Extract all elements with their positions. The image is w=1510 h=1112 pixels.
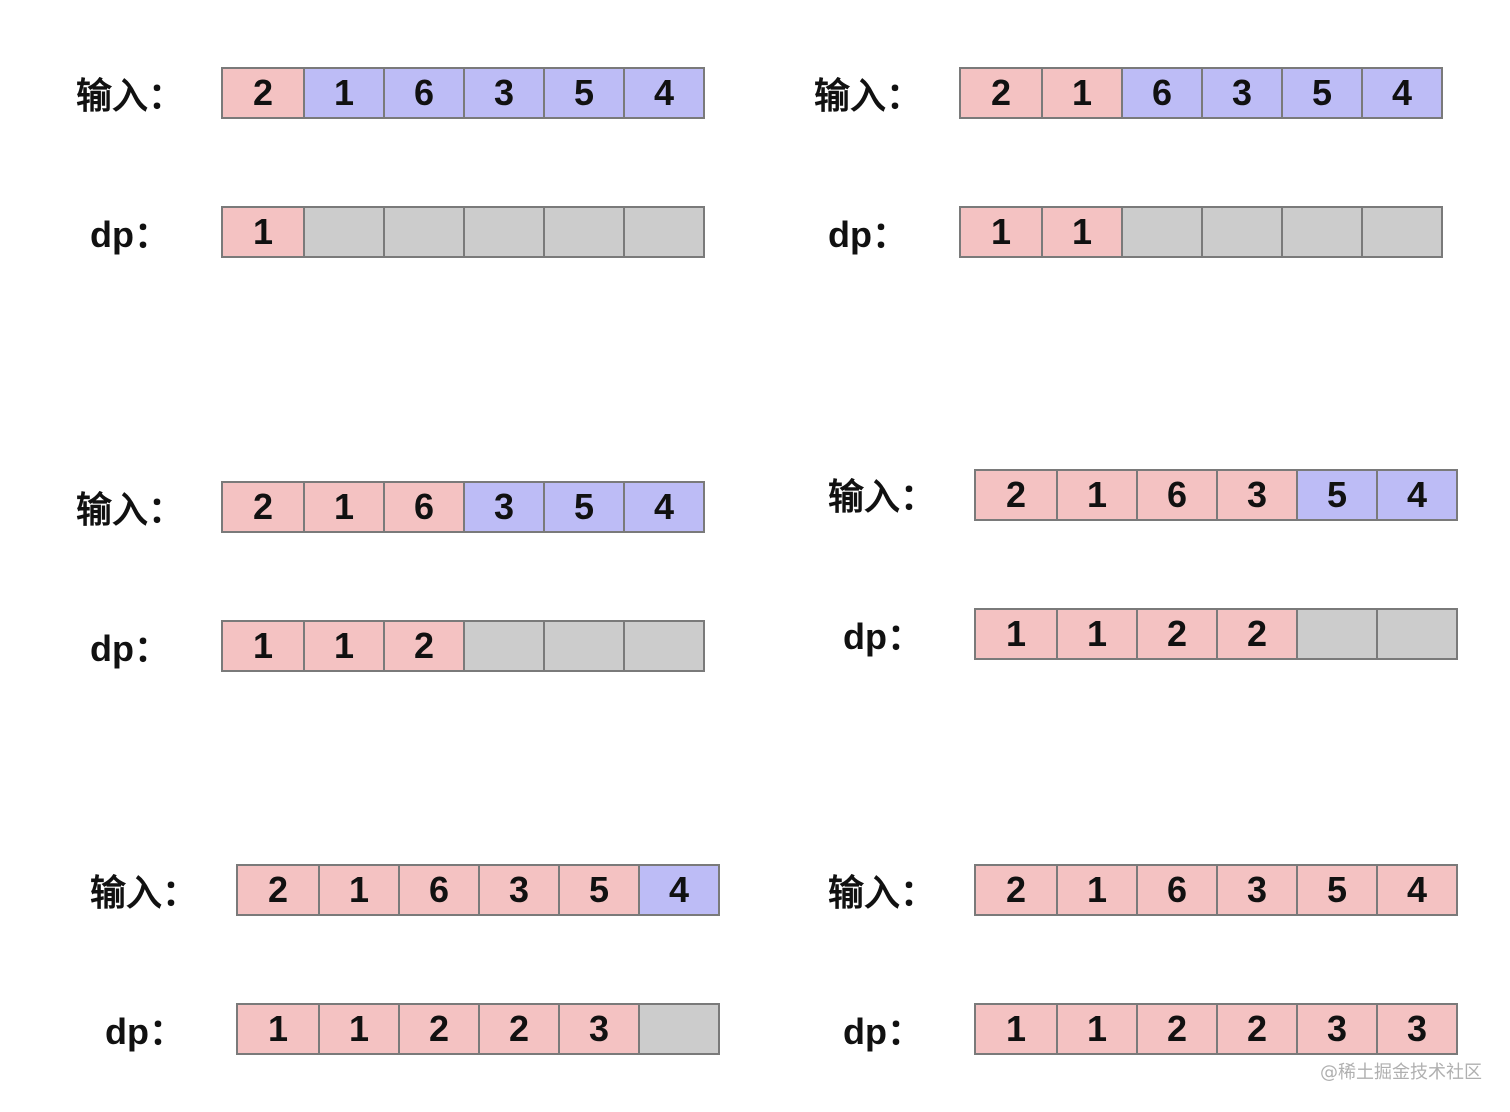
panel-0-input-cell: 6 — [383, 69, 463, 117]
panel-5-input-cell: 5 — [1296, 866, 1376, 914]
panel-0-dp-cell — [303, 208, 383, 256]
panel-1-dp-cell — [1121, 208, 1201, 256]
watermark: @稀土掘金技术社区 — [1320, 1062, 1482, 1083]
panel-2-input-cell: 5 — [543, 483, 623, 531]
panel-5-dp-label: dp： — [843, 1011, 923, 1052]
panel-2-input-cell: 2 — [223, 483, 303, 531]
panel-5-dp-cell: 1 — [976, 1005, 1056, 1053]
panel-4-dp-cell: 1 — [238, 1005, 318, 1053]
panel-3-input-cell: 5 — [1296, 471, 1376, 519]
panel-2-dp-cell — [463, 622, 543, 670]
panel-1-input-cell: 3 — [1201, 69, 1281, 117]
panel-2-input-cell: 3 — [463, 483, 543, 531]
panel-4-input-cell: 1 — [318, 866, 398, 914]
panel-0-dp-cell — [383, 208, 463, 256]
panel-2-dp-cell: 2 — [383, 622, 463, 670]
panel-0-input-cell: 3 — [463, 69, 543, 117]
panel-2-dp-cell: 1 — [303, 622, 383, 670]
panel-4-dp-cell: 3 — [558, 1005, 638, 1053]
panel-4-dp-cell: 2 — [478, 1005, 558, 1053]
panel-4-input-cell: 5 — [558, 866, 638, 914]
panel-5-dp-cell: 3 — [1376, 1005, 1456, 1053]
panel-5-input-cell: 3 — [1216, 866, 1296, 914]
panel-4-dp-cell: 1 — [318, 1005, 398, 1053]
panel-1-input-cell: 2 — [961, 69, 1041, 117]
panel-4-input-label: 输入： — [90, 872, 199, 913]
panel-0-dp-label: dp： — [90, 214, 170, 255]
panel-0-dp-cell — [543, 208, 623, 256]
panel-4-dp-cell — [638, 1005, 718, 1053]
panel-5-dp-cell: 1 — [1056, 1005, 1136, 1053]
panel-0-dp-cell: 1 — [223, 208, 303, 256]
panel-4-input-cell: 4 — [638, 866, 718, 914]
panel-3-dp-cell — [1376, 610, 1456, 658]
panel-1-dp-cell — [1281, 208, 1361, 256]
panel-4-input-cell: 2 — [238, 866, 318, 914]
panel-3-dp-cell: 2 — [1136, 610, 1216, 658]
panel-0-dp-array: 1 — [221, 206, 705, 258]
panel-1-input-cell: 1 — [1041, 69, 1121, 117]
panel-3-input-cell: 3 — [1216, 471, 1296, 519]
panel-4-dp-cell: 2 — [398, 1005, 478, 1053]
panel-0-dp-cell — [623, 208, 703, 256]
panel-3-dp-cell: 1 — [976, 610, 1056, 658]
panel-2-dp-cell — [623, 622, 703, 670]
panel-1-input-cell: 4 — [1361, 69, 1441, 117]
panel-1-input-label: 输入： — [814, 75, 923, 116]
panel-4-dp-label: dp： — [105, 1011, 185, 1052]
panel-3-input-cell: 4 — [1376, 471, 1456, 519]
panel-1-input-cell: 6 — [1121, 69, 1201, 117]
panel-2-input-cell: 6 — [383, 483, 463, 531]
panel-3-dp-cell: 2 — [1216, 610, 1296, 658]
panel-5-input-cell: 1 — [1056, 866, 1136, 914]
panel-1-dp-cell — [1361, 208, 1441, 256]
panel-2-dp-label: dp： — [90, 628, 170, 669]
panel-2-input-cell: 4 — [623, 483, 703, 531]
panel-4-input-cell: 6 — [398, 866, 478, 914]
panel-5-input-label: 输入： — [828, 872, 937, 913]
panel-0-input-cell: 1 — [303, 69, 383, 117]
panel-2-input-cell: 1 — [303, 483, 383, 531]
panel-2-dp-cell: 1 — [223, 622, 303, 670]
panel-0-input-cell: 4 — [623, 69, 703, 117]
panel-3-input-cell: 2 — [976, 471, 1056, 519]
panel-3-input-cell: 1 — [1056, 471, 1136, 519]
panel-0-input-label: 输入： — [76, 75, 185, 116]
panel-5-input-cell: 6 — [1136, 866, 1216, 914]
panel-3-input-label: 输入： — [828, 476, 937, 517]
panel-1-dp-cell — [1201, 208, 1281, 256]
panel-3-input-cell: 6 — [1136, 471, 1216, 519]
panel-0-dp-cell — [463, 208, 543, 256]
panel-1-input-cell: 5 — [1281, 69, 1361, 117]
panel-5-input-cell: 2 — [976, 866, 1056, 914]
panel-5-dp-cell: 2 — [1136, 1005, 1216, 1053]
panel-1-dp-label: dp： — [828, 214, 908, 255]
panel-5-dp-cell: 3 — [1296, 1005, 1376, 1053]
panel-2-dp-cell — [543, 622, 623, 670]
panel-3-dp-cell — [1296, 610, 1376, 658]
panel-0-input-cell: 5 — [543, 69, 623, 117]
panel-2-input-label: 输入： — [76, 489, 185, 530]
panel-5-input-cell: 4 — [1376, 866, 1456, 914]
panel-0-input-cell: 2 — [223, 69, 303, 117]
panel-3-dp-label: dp： — [843, 616, 923, 657]
panel-3-dp-cell: 1 — [1056, 610, 1136, 658]
panel-4-input-cell: 3 — [478, 866, 558, 914]
panel-1-dp-cell: 1 — [961, 208, 1041, 256]
panel-1-dp-cell: 1 — [1041, 208, 1121, 256]
panel-5-dp-cell: 2 — [1216, 1005, 1296, 1053]
